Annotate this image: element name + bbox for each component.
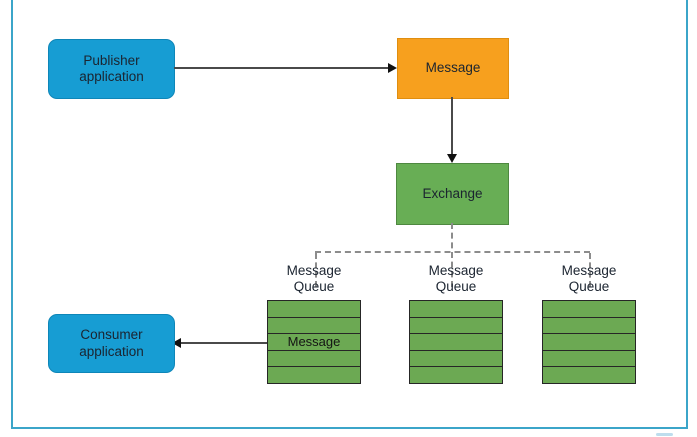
- consumer-application-node: Consumer application: [48, 314, 175, 373]
- exchange-node: Exchange: [396, 163, 509, 225]
- queue-2-label: Message Queue: [428, 263, 484, 294]
- queue-row: [267, 300, 361, 318]
- watermark-smudge: [656, 433, 673, 436]
- arrowhead-right-icon: [388, 63, 397, 73]
- slide-frame-right: [686, 0, 688, 428]
- queue-1-stack: Message: [267, 300, 361, 384]
- dashed-connector-exchange-down: [451, 223, 453, 287]
- slide-frame-left: [11, 0, 13, 428]
- queue-row: [267, 349, 361, 368]
- publisher-application-label: Publisher application: [79, 52, 144, 84]
- queue-row: [542, 349, 636, 368]
- queue-row: [409, 316, 503, 335]
- queue-2-stack: [409, 300, 503, 384]
- consumer-application-label: Consumer application: [79, 327, 144, 359]
- queue-3-stack: [542, 300, 636, 384]
- slide-frame-bottom: [11, 427, 688, 429]
- arrowhead-left-icon: [172, 338, 181, 348]
- queue-row: [542, 366, 636, 384]
- queue-row: [542, 333, 636, 351]
- queue-3-label: Message Queue: [561, 263, 617, 294]
- dashed-connector-left-queue: [315, 253, 317, 287]
- queue-row: [409, 366, 503, 384]
- queue-row: [409, 300, 503, 318]
- arrow-message-to-exchange: [451, 97, 453, 155]
- message-label: Message: [425, 60, 481, 76]
- arrow-queue-to-consumer: [181, 342, 267, 344]
- queue-row: [267, 316, 361, 335]
- exchange-label: Exchange: [422, 185, 483, 201]
- arrow-publisher-to-message: [174, 67, 389, 69]
- dashed-connector-horizontal: [315, 251, 590, 253]
- dashed-connector-right-queue: [589, 253, 591, 287]
- publisher-application-node: Publisher application: [48, 39, 175, 99]
- queue-row: [542, 316, 636, 335]
- queue-row: [267, 366, 361, 384]
- queue-1-label: Message Queue: [286, 263, 342, 294]
- queue-row: [409, 349, 503, 368]
- queue-row: [542, 300, 636, 318]
- arrowhead-down-icon: [447, 154, 457, 163]
- queue-row: [409, 333, 503, 351]
- queue-row-message: Message: [267, 333, 361, 351]
- message-node: Message: [397, 38, 509, 99]
